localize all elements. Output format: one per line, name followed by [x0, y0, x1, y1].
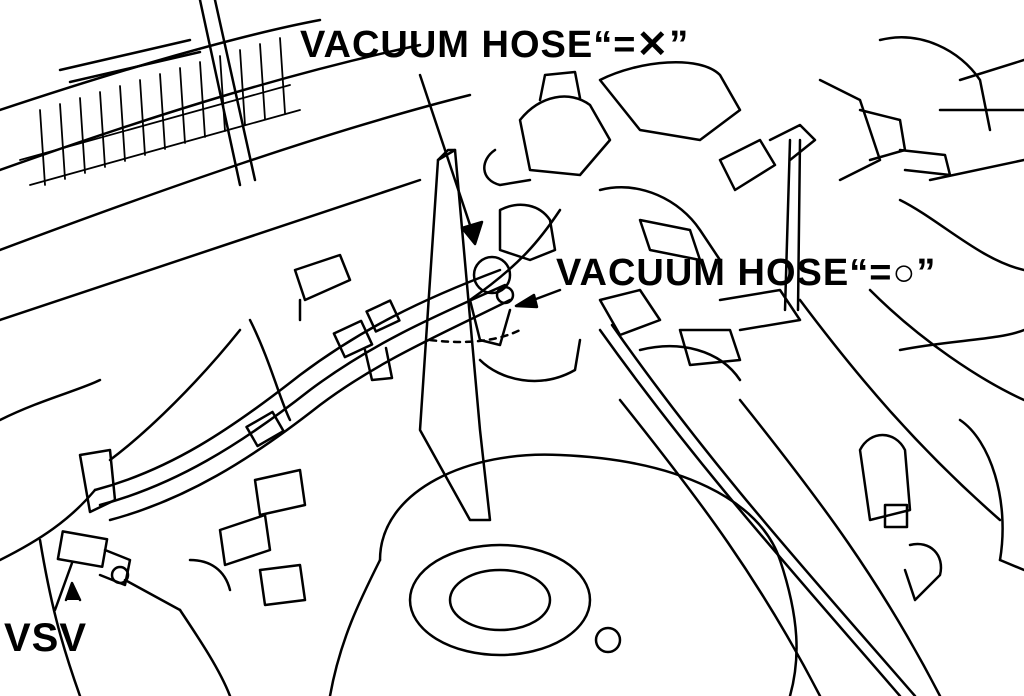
- hose-clamps: [245, 299, 401, 448]
- leader-lines: [418, 73, 562, 309]
- vacuum-hose-x-label: VACUUM HOSE“=✕”: [300, 24, 690, 66]
- center-pillar: [418, 148, 492, 522]
- vacuum-hose-o-label: VACUUM HOSE“=○”: [556, 252, 937, 294]
- throttle-body-area: [468, 203, 802, 383]
- vsv-label: VSV: [4, 616, 88, 660]
- strut-tower: [328, 453, 798, 696]
- diagonal-cables: [598, 288, 1024, 696]
- engine-components: [483, 36, 1024, 312]
- right-bracket: [858, 418, 1024, 602]
- fender-panel: [0, 318, 292, 696]
- vsv-valve: [53, 448, 182, 612]
- hose-fittings: [188, 253, 352, 607]
- cowl-grille-hatching: [19, 37, 301, 186]
